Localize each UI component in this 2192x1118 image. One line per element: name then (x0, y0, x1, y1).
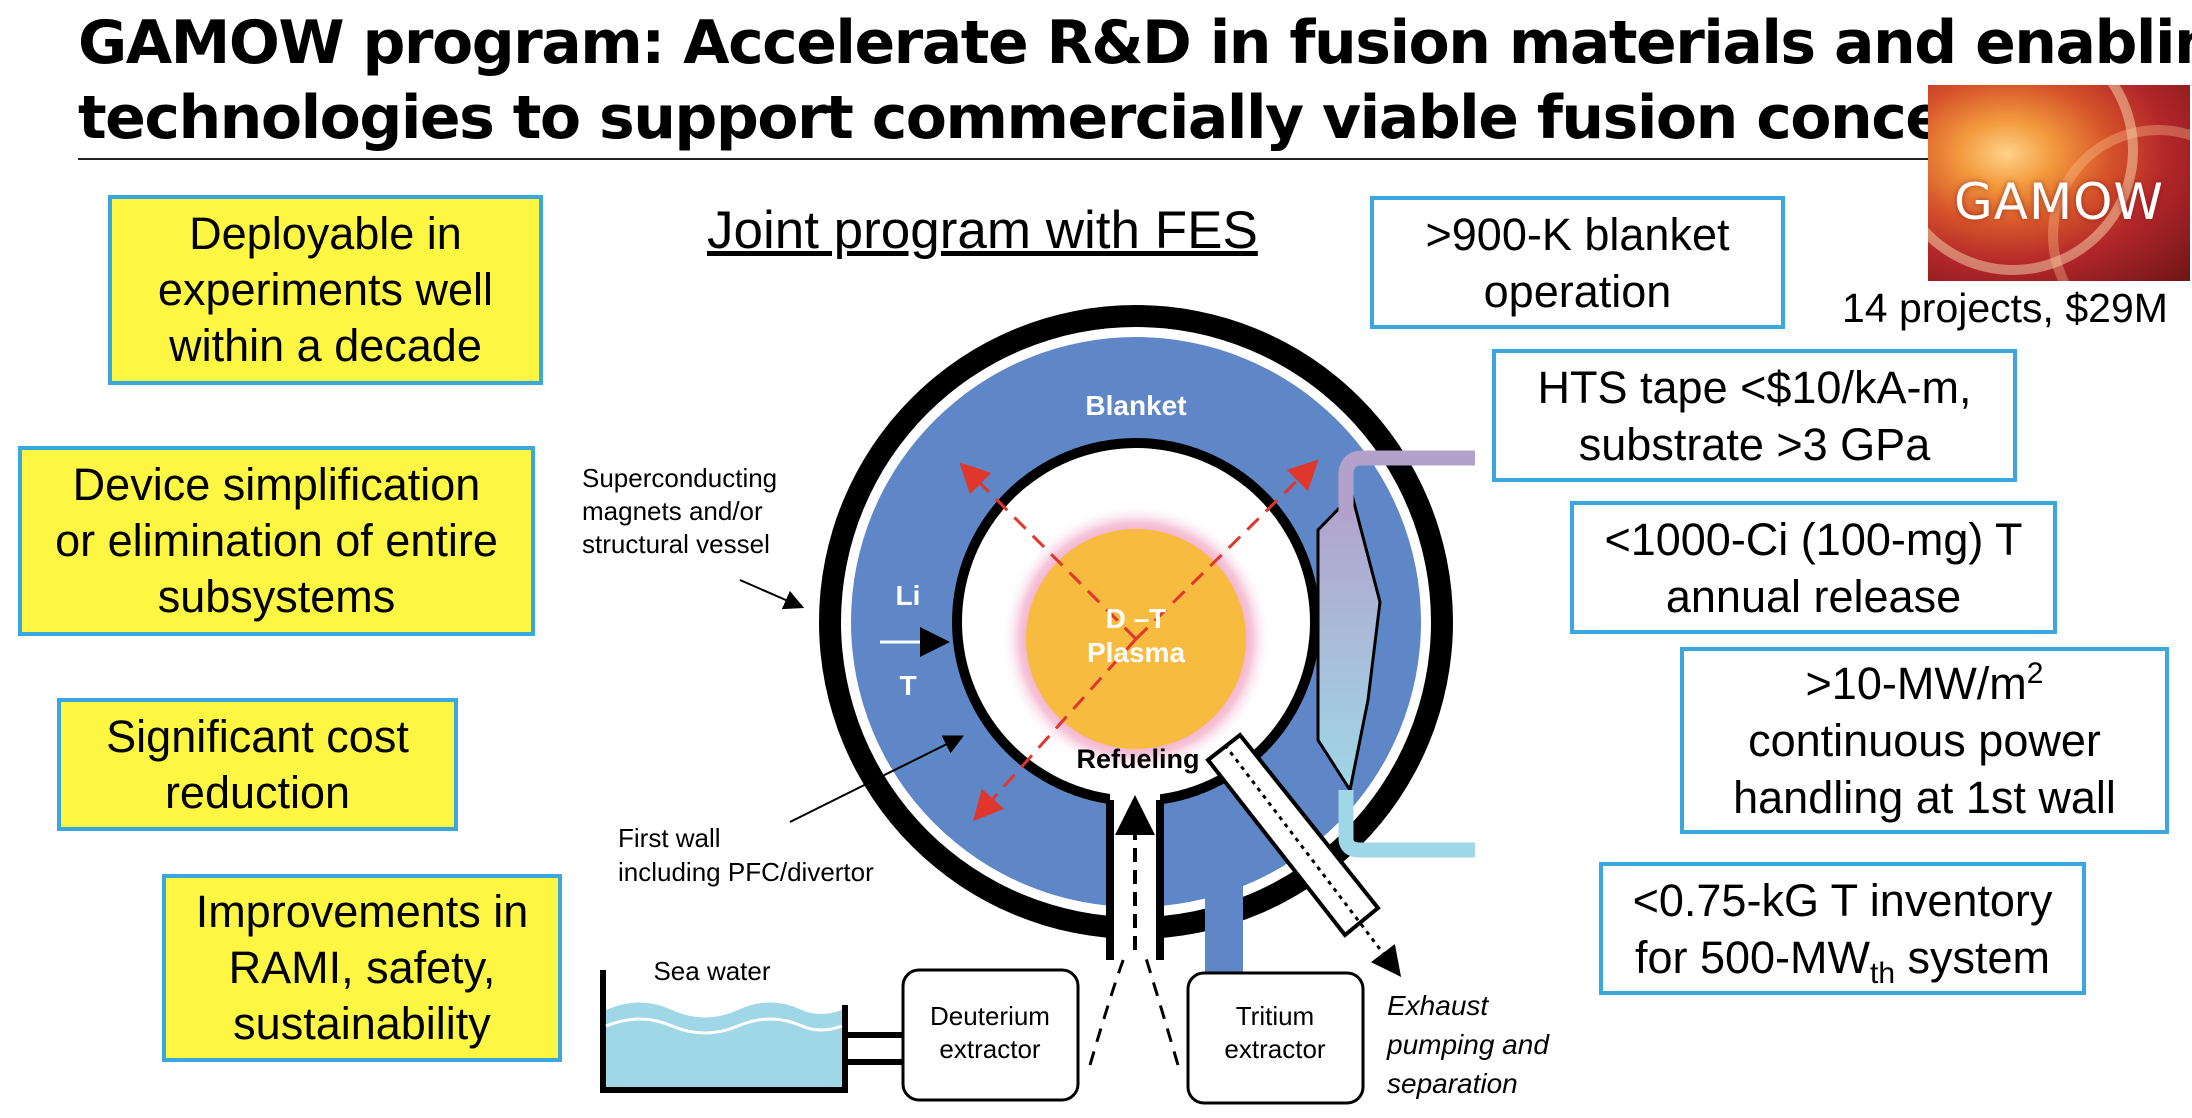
deuterium-extractor-label-line-2: extractor (939, 1034, 1040, 1064)
logo-text: GAMOW (1954, 173, 2164, 231)
title-underline (78, 158, 1948, 160)
target-box-power-handling: >10-MW/m2 continuous power handling at 1… (1680, 647, 2169, 834)
title-line-2: technologies to support commercially via… (78, 83, 2049, 153)
blanket-label: Blanket (1085, 390, 1186, 421)
exhaust-label-line-2: pumping and (1386, 1029, 1550, 1060)
target-text: <0.75-kG T inventory for 500-MWth system (1632, 874, 2053, 990)
magnets-label-line-2: magnets and/or (582, 496, 763, 526)
deuterium-extractor-box (901, 968, 1080, 1102)
tritium-extractor-label-line-1: Tritium (1236, 1001, 1314, 1031)
joint-program-heading: Joint program with FES (707, 201, 1258, 260)
sea-water (606, 1002, 842, 1087)
neutron-arrow-up-right (1134, 459, 1319, 641)
lavender-coolant-pipe (1338, 450, 1475, 520)
teal-coolant-pipe (1338, 790, 1475, 858)
sea-water-wave (605, 1017, 843, 1035)
magnets-label-line-1: Superconducting (582, 463, 777, 493)
magnets-pointer (739, 579, 805, 610)
exhaust-label-line-3: separation (1387, 1068, 1518, 1099)
title-line-1: GAMOW program: Accelerate R&D in fusion … (78, 8, 2192, 78)
page-title: GAMOW program: Accelerate R&D in fusion … (78, 6, 2192, 156)
sea-water-tank (600, 970, 848, 1093)
neutron-arrows (959, 459, 1319, 822)
first-wall-pointer (789, 735, 964, 823)
magnets-label-line-3: structural vessel (582, 529, 770, 559)
exhaust-label-line-1: Exhaust (1387, 990, 1489, 1021)
target-text: >900-K blanket operation (1425, 208, 1730, 317)
goal-text: Improvements in RAMI, safety, sustainabi… (195, 886, 529, 1049)
goal-box-cost: Significant cost reduction (57, 698, 458, 831)
goal-box-simplification: Device simplification or elimination of … (18, 446, 535, 636)
target-box-inventory: <0.75-kG T inventory for 500-MWth system (1599, 862, 2086, 995)
target-text: HTS tape <$10/kA-m, substrate >3 GPa (1537, 361, 1972, 470)
goal-text: Deployable in experiments well within a … (157, 208, 494, 371)
lithium-label: Li (896, 580, 921, 611)
first-wall-label-line-1: First wall (618, 823, 721, 853)
neutron-arrow-up-left (959, 462, 1138, 641)
deuterium-fuel-line (1088, 954, 1127, 1066)
goal-text: Device simplification or elimination of … (55, 459, 498, 622)
funding-summary: 14 projects, $29M (1842, 285, 2168, 331)
gamow-logo: GAMOW (1928, 85, 2190, 281)
neutron-arrow-down-left (972, 637, 1138, 822)
tritium-extractor-box (1186, 971, 1365, 1105)
tritium-extractor-label-line-2: extractor (1224, 1034, 1325, 1064)
plasma-label-line-1: D –T (1106, 603, 1167, 634)
target-box-hts: HTS tape <$10/kA-m, substrate >3 GPa (1492, 349, 2017, 482)
target-text: <1000-Ci (100-mg) T annual release (1604, 513, 2023, 622)
tritium-symbol-label: T (899, 670, 916, 701)
refueling-channel-wall (1106, 800, 1164, 960)
exhaust-duct (1205, 732, 1381, 938)
goal-box-deployable: Deployable in experiments well within a … (108, 195, 543, 385)
sea-water-pipe (845, 1032, 905, 1065)
exhaust-arrow (1223, 744, 1402, 977)
sea-water-label: Sea water (653, 956, 770, 986)
deuterium-extractor-label-line-1: Deuterium (930, 1001, 1050, 1031)
refueling-label: Refueling (1076, 744, 1199, 774)
plasma-label-line-2: Plasma (1087, 637, 1185, 668)
target-box-blanket: >900-K blanket operation (1370, 196, 1785, 329)
goal-box-rami: Improvements in RAMI, safety, sustainabi… (162, 874, 562, 1062)
first-wall-label-line-2: including PFC/divertor (618, 857, 874, 887)
target-text: >10-MW/m2 continuous power handling at 1… (1733, 657, 2116, 823)
goal-text: Significant cost reduction (106, 710, 409, 818)
tritium-fuel-line (1143, 954, 1180, 1066)
tritium-pipe (1205, 880, 1243, 980)
target-box-tritium-release: <1000-Ci (100-mg) T annual release (1570, 501, 2057, 634)
